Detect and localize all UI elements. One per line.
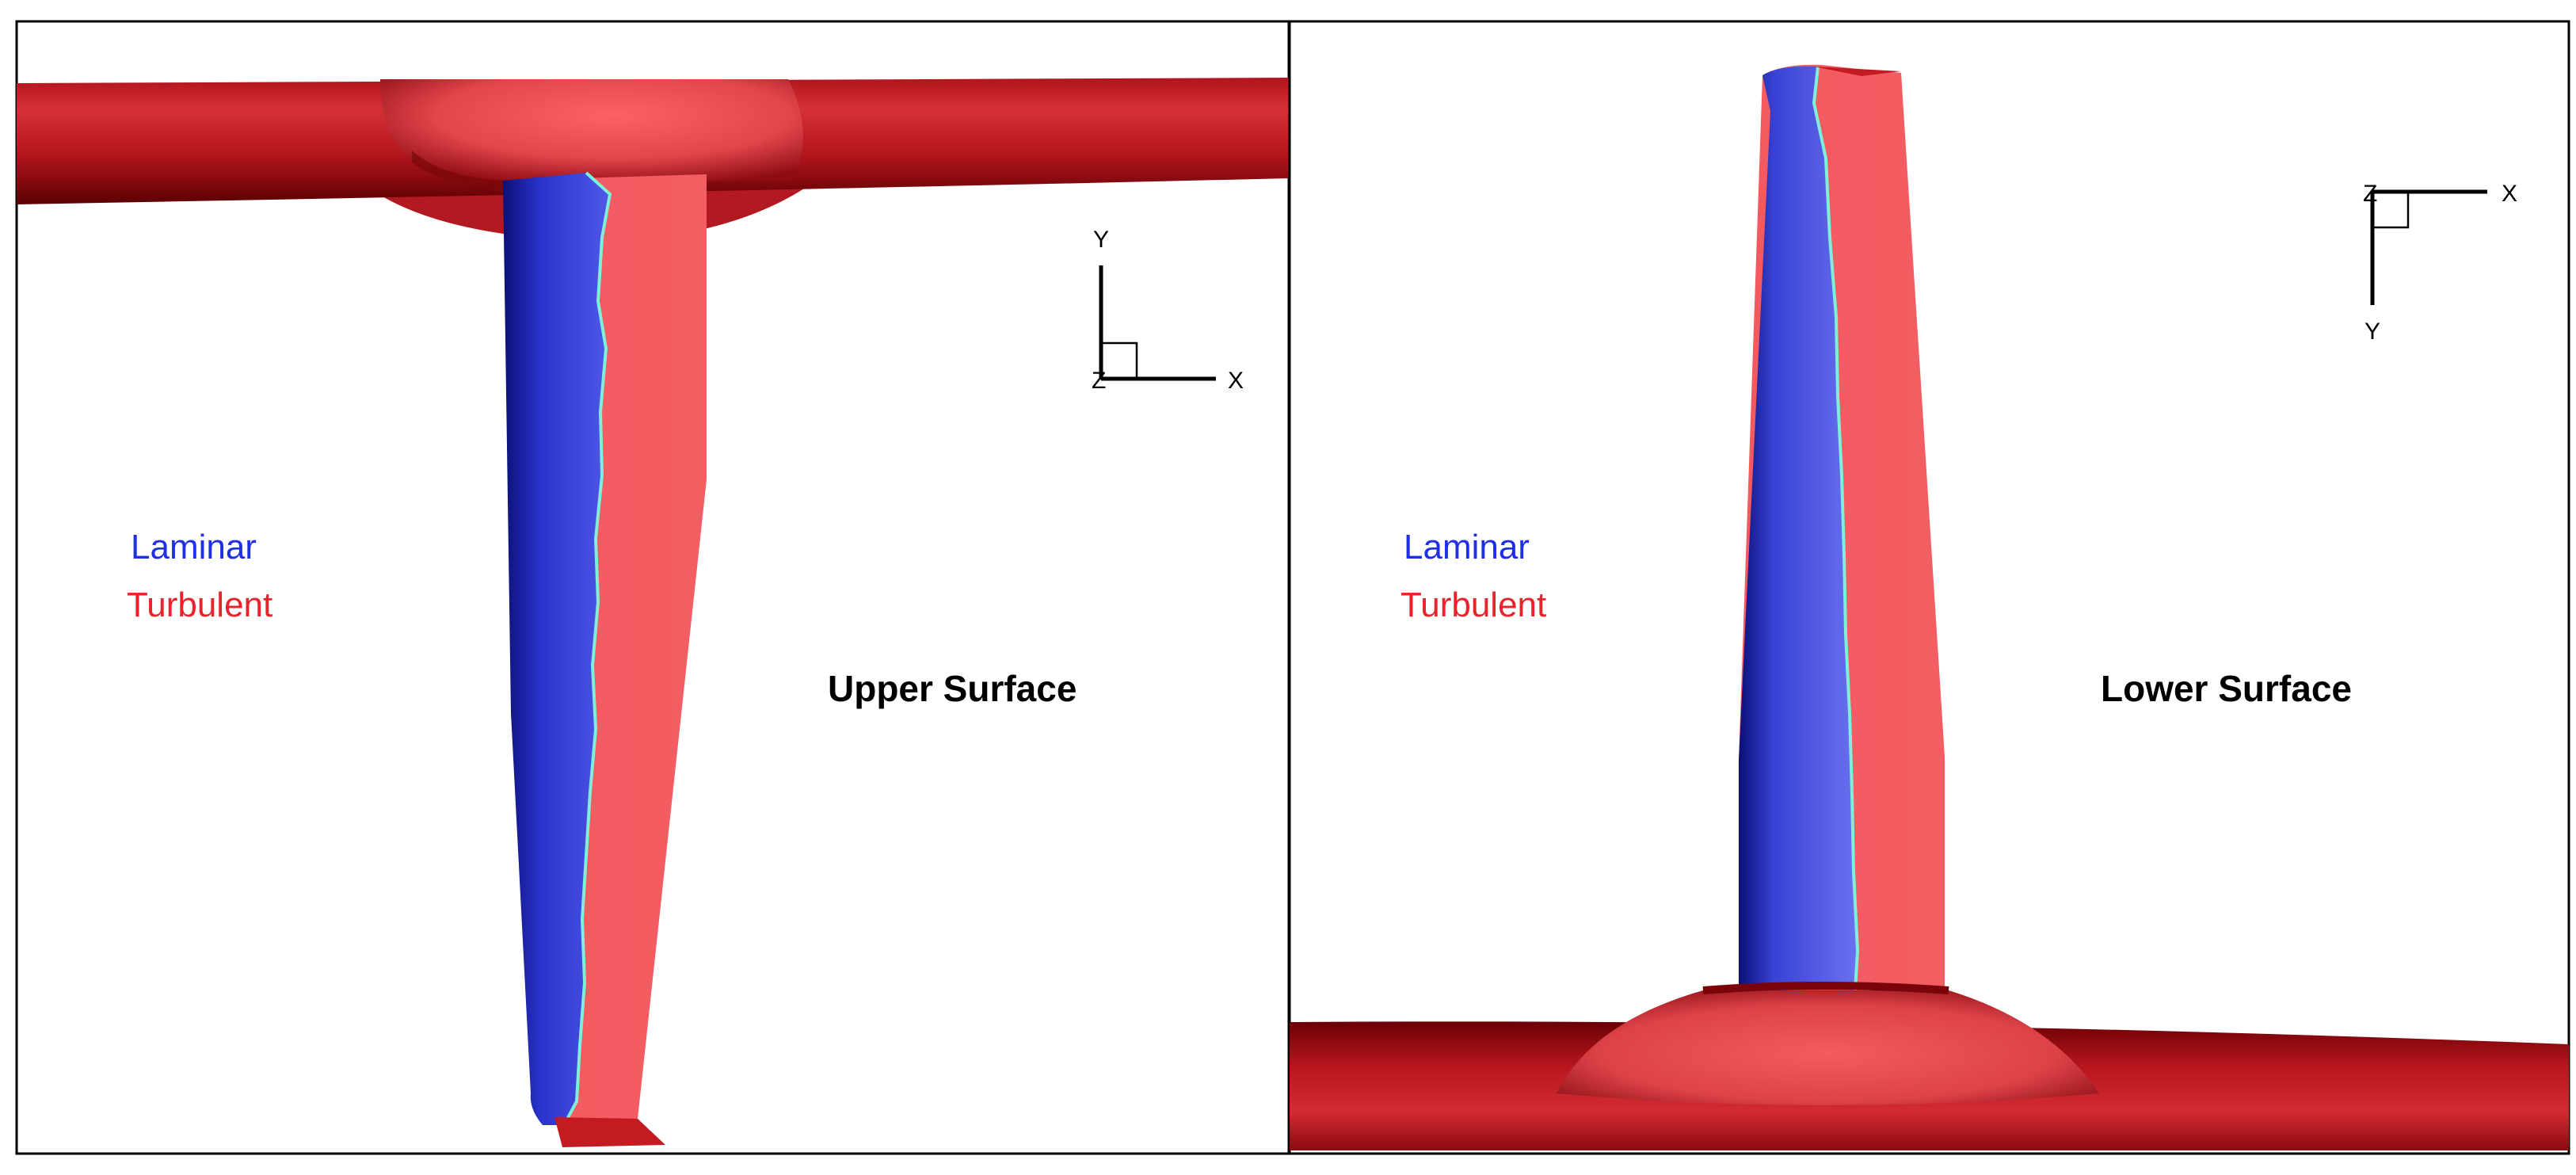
upper-axis-triad: Y X Z xyxy=(1092,227,1244,394)
lower-axis-triad: X Y Z xyxy=(2363,181,2517,345)
upper-axis-y-label: Y xyxy=(1093,227,1109,253)
lower-wing-laminar xyxy=(1739,66,1858,990)
lower-fairing xyxy=(1557,990,2099,1105)
upper-legend-turbulent: Turbulent xyxy=(127,586,272,624)
upper-surface-panel: Y X Z Laminar Turbulent Upper Surface xyxy=(15,20,1290,1155)
lower-fairing-rim xyxy=(1702,982,1949,994)
upper-transition-line xyxy=(562,171,612,1126)
lower-surface-panel: X Y Z Laminar Turbulent Lower Surface xyxy=(1288,20,2570,1155)
lower-legend-laminar: Laminar xyxy=(1404,528,1530,567)
lower-legend-turbulent: Turbulent xyxy=(1400,586,1546,624)
upper-surface-title: Upper Surface xyxy=(828,668,1077,709)
lower-axis-y-label: Y xyxy=(2365,319,2380,345)
upper-fairing-shadow xyxy=(412,151,507,190)
upper-axis-z-label: Z xyxy=(1092,368,1106,394)
lower-axis-x-label: X xyxy=(2502,181,2517,207)
upper-fairing xyxy=(380,79,803,182)
upper-wing-tip xyxy=(554,1117,665,1147)
upper-legend-laminar: Laminar xyxy=(131,528,257,567)
lower-transition-line xyxy=(1812,66,1860,991)
lower-surface-title: Lower Surface xyxy=(2101,668,2352,709)
lower-wing-tip xyxy=(1814,67,1901,76)
lower-axis-z-label: Z xyxy=(2363,181,2377,207)
upper-axis-x-label: X xyxy=(1228,368,1244,394)
